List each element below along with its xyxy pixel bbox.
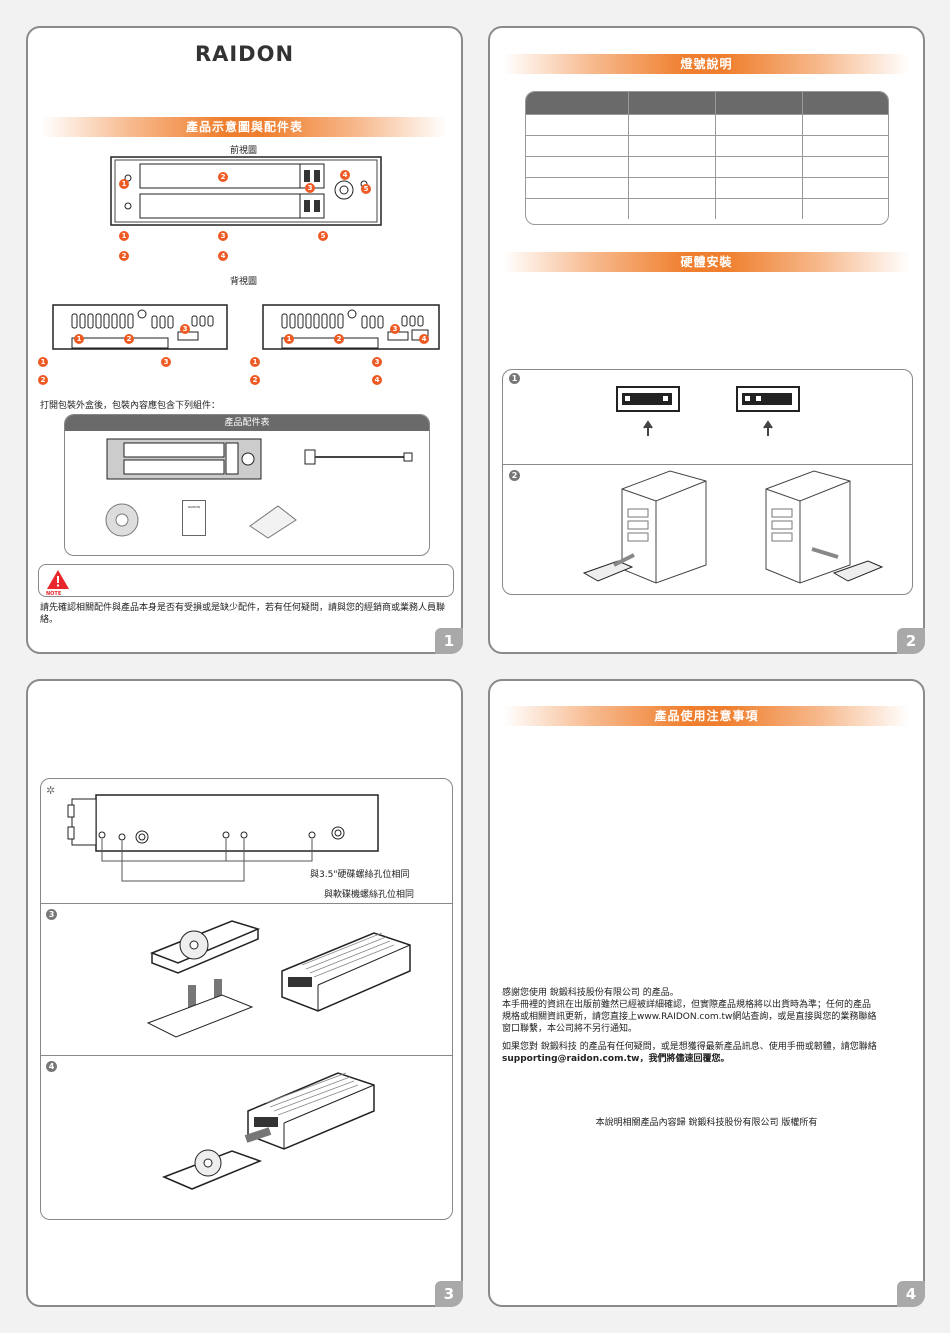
tray-insert-diagram bbox=[162, 1072, 375, 1190]
back-left-marker-1: 1 bbox=[74, 334, 84, 344]
jumper-setting-1 bbox=[616, 386, 680, 436]
front-marker-3: 3 bbox=[305, 183, 315, 193]
back-legend-right-1: 1 bbox=[250, 357, 260, 367]
section-title-install: 硬體安裝 bbox=[504, 252, 909, 272]
section-title-notice: 產品使用注意事項 bbox=[504, 706, 909, 726]
install-panel bbox=[502, 369, 913, 595]
legend-marker-5: 5 bbox=[318, 231, 328, 241]
notice-line-2: 本手冊裡的資訊在出版前雖然已經被詳細確認，但實際產品規格將以出貨時為準；任何的產… bbox=[502, 1000, 872, 1010]
back-view-diagram-right bbox=[262, 304, 440, 350]
section-title-led: 燈號說明 bbox=[504, 54, 909, 74]
warning-icon bbox=[47, 570, 69, 589]
note-text: 請先確認相關配件與產品本身是否有受損或是缺少配件，若有任何疑問，請與您的經銷商或… bbox=[40, 603, 446, 625]
mount-divider-2 bbox=[41, 1055, 452, 1056]
section-title-product: 產品示意圖與配件表 bbox=[42, 117, 447, 137]
legend-marker-3: 3 bbox=[218, 231, 228, 241]
accessory-enclosure-icon bbox=[106, 438, 262, 480]
side-view-diagram bbox=[67, 794, 379, 882]
back-legend-right-3: 3 bbox=[372, 357, 382, 367]
hdd-install-diagram bbox=[146, 920, 411, 1038]
install-divider bbox=[503, 464, 912, 465]
cd-icon bbox=[105, 503, 139, 537]
front-marker-1: 1 bbox=[119, 179, 129, 189]
hole-label-hdd: 與3.5"硬碟螺絲孔位相同 bbox=[310, 870, 410, 880]
notice-paragraph-2: 如果您對 銳鍛科技 的產品有任何疑問，或是想獲得最新產品訊息、使用手冊或韌體，請… bbox=[502, 1041, 916, 1065]
raidon-logo: RAIDON bbox=[194, 42, 295, 66]
back-legend-left-1: 1 bbox=[38, 357, 48, 367]
front-view-label: 前視圖 bbox=[230, 146, 258, 156]
install-step-2: 2 bbox=[509, 470, 520, 481]
notice-paragraph-1: 感謝您使用 銳鍛科技股份有限公司 的產品。 本手冊裡的資訊在出版前雖然已經被詳細… bbox=[502, 987, 916, 1035]
notice-line-3: 規格或相關資訊更新，請您直接上www.RAIDON.com.tw網站查詢，或是直… bbox=[502, 1012, 877, 1022]
back-legend-right-4: 4 bbox=[372, 375, 382, 385]
notice-line-4: 窗口聯繫，本公司將不另行通知。 bbox=[502, 1024, 638, 1034]
page-number-1: 1 bbox=[435, 628, 463, 654]
copyright-text: 本說明相關產品內容歸 銳鍛科技股份有限公司 版權所有 bbox=[595, 1118, 818, 1128]
back-right-marker-4: 4 bbox=[419, 334, 429, 344]
accessory-table-title: 產品配件表 bbox=[65, 415, 429, 431]
back-right-marker-1: 1 bbox=[284, 334, 294, 344]
gear-icon: ✲ bbox=[46, 784, 56, 797]
page-4: 產品使用注意事項 感謝您使用 銳鍛科技股份有限公司 的產品。 本手冊裡的資訊在出… bbox=[488, 679, 925, 1307]
back-right-marker-2: 2 bbox=[334, 334, 344, 344]
page-2: 燈號說明 硬體安裝 1 2 bbox=[488, 26, 925, 654]
manual-brand: RAIDON bbox=[188, 505, 200, 509]
manual-icon: RAIDON bbox=[182, 500, 206, 536]
notice-line-5: 如果您對 銳鍛科技 的產品有任何疑問，或是想獲得最新產品訊息、使用手冊或韌體，請… bbox=[502, 1042, 877, 1052]
back-left-marker-2: 2 bbox=[124, 334, 134, 344]
back-left-marker-3: 3 bbox=[180, 324, 190, 334]
accessory-cable-icon bbox=[304, 449, 413, 465]
note-box bbox=[38, 564, 454, 597]
back-legend-left-2: 2 bbox=[38, 375, 48, 385]
mount-divider-1 bbox=[41, 903, 452, 904]
page-3: ✲ 與3.5"硬碟螺絲孔位相同 與軟碟機螺絲孔位相同 3 4 bbox=[26, 679, 463, 1307]
back-legend-right-2: 2 bbox=[250, 375, 260, 385]
notice-line-1: 感謝您使用 銳鍛科技股份有限公司 的產品。 bbox=[502, 988, 679, 998]
page-number-4: 4 bbox=[897, 1281, 925, 1307]
back-right-marker-3: 3 bbox=[390, 324, 400, 334]
note-label: NOTE bbox=[46, 591, 62, 597]
led-table-grid bbox=[526, 92, 888, 219]
install-step-1: 1 bbox=[509, 373, 520, 384]
back-view-label: 背視圖 bbox=[230, 277, 258, 287]
front-marker-2: 2 bbox=[218, 172, 228, 182]
mount-step-3: 3 bbox=[46, 909, 57, 920]
page-number-3: 3 bbox=[435, 1281, 463, 1307]
mount-panel bbox=[40, 778, 453, 1220]
hole-label-fdd: 與軟碟機螺絲孔位相同 bbox=[324, 890, 415, 900]
back-legend-left-3: 3 bbox=[161, 357, 171, 367]
screw-bag-icon bbox=[249, 505, 297, 539]
led-table bbox=[525, 91, 889, 225]
back-view-diagram-left bbox=[52, 304, 228, 350]
accessory-panel: 產品配件表 bbox=[64, 414, 430, 556]
package-intro: 打開包裝外盒後，包裝內容應包含下列組件： bbox=[40, 401, 221, 411]
page-1: RAIDON 產品示意圖與配件表 前視圖 1 2 3 4 5 1 3 5 2 4… bbox=[26, 26, 463, 654]
legend-marker-2: 2 bbox=[119, 251, 129, 261]
legend-marker-1: 1 bbox=[119, 231, 129, 241]
front-marker-5: 5 bbox=[361, 184, 371, 194]
legend-marker-4: 4 bbox=[218, 251, 228, 261]
page-number-2: 2 bbox=[897, 628, 925, 654]
pc-install-diagram-1 bbox=[582, 470, 707, 584]
front-marker-4: 4 bbox=[340, 170, 350, 180]
support-email-line[interactable]: supporting@raidon.com.tw，我們將儘速回覆您。 bbox=[502, 1054, 730, 1064]
mount-step-4: 4 bbox=[46, 1061, 57, 1072]
jumper-setting-2 bbox=[736, 386, 800, 436]
front-view-diagram bbox=[110, 156, 382, 226]
pc-install-diagram-2 bbox=[765, 470, 884, 584]
